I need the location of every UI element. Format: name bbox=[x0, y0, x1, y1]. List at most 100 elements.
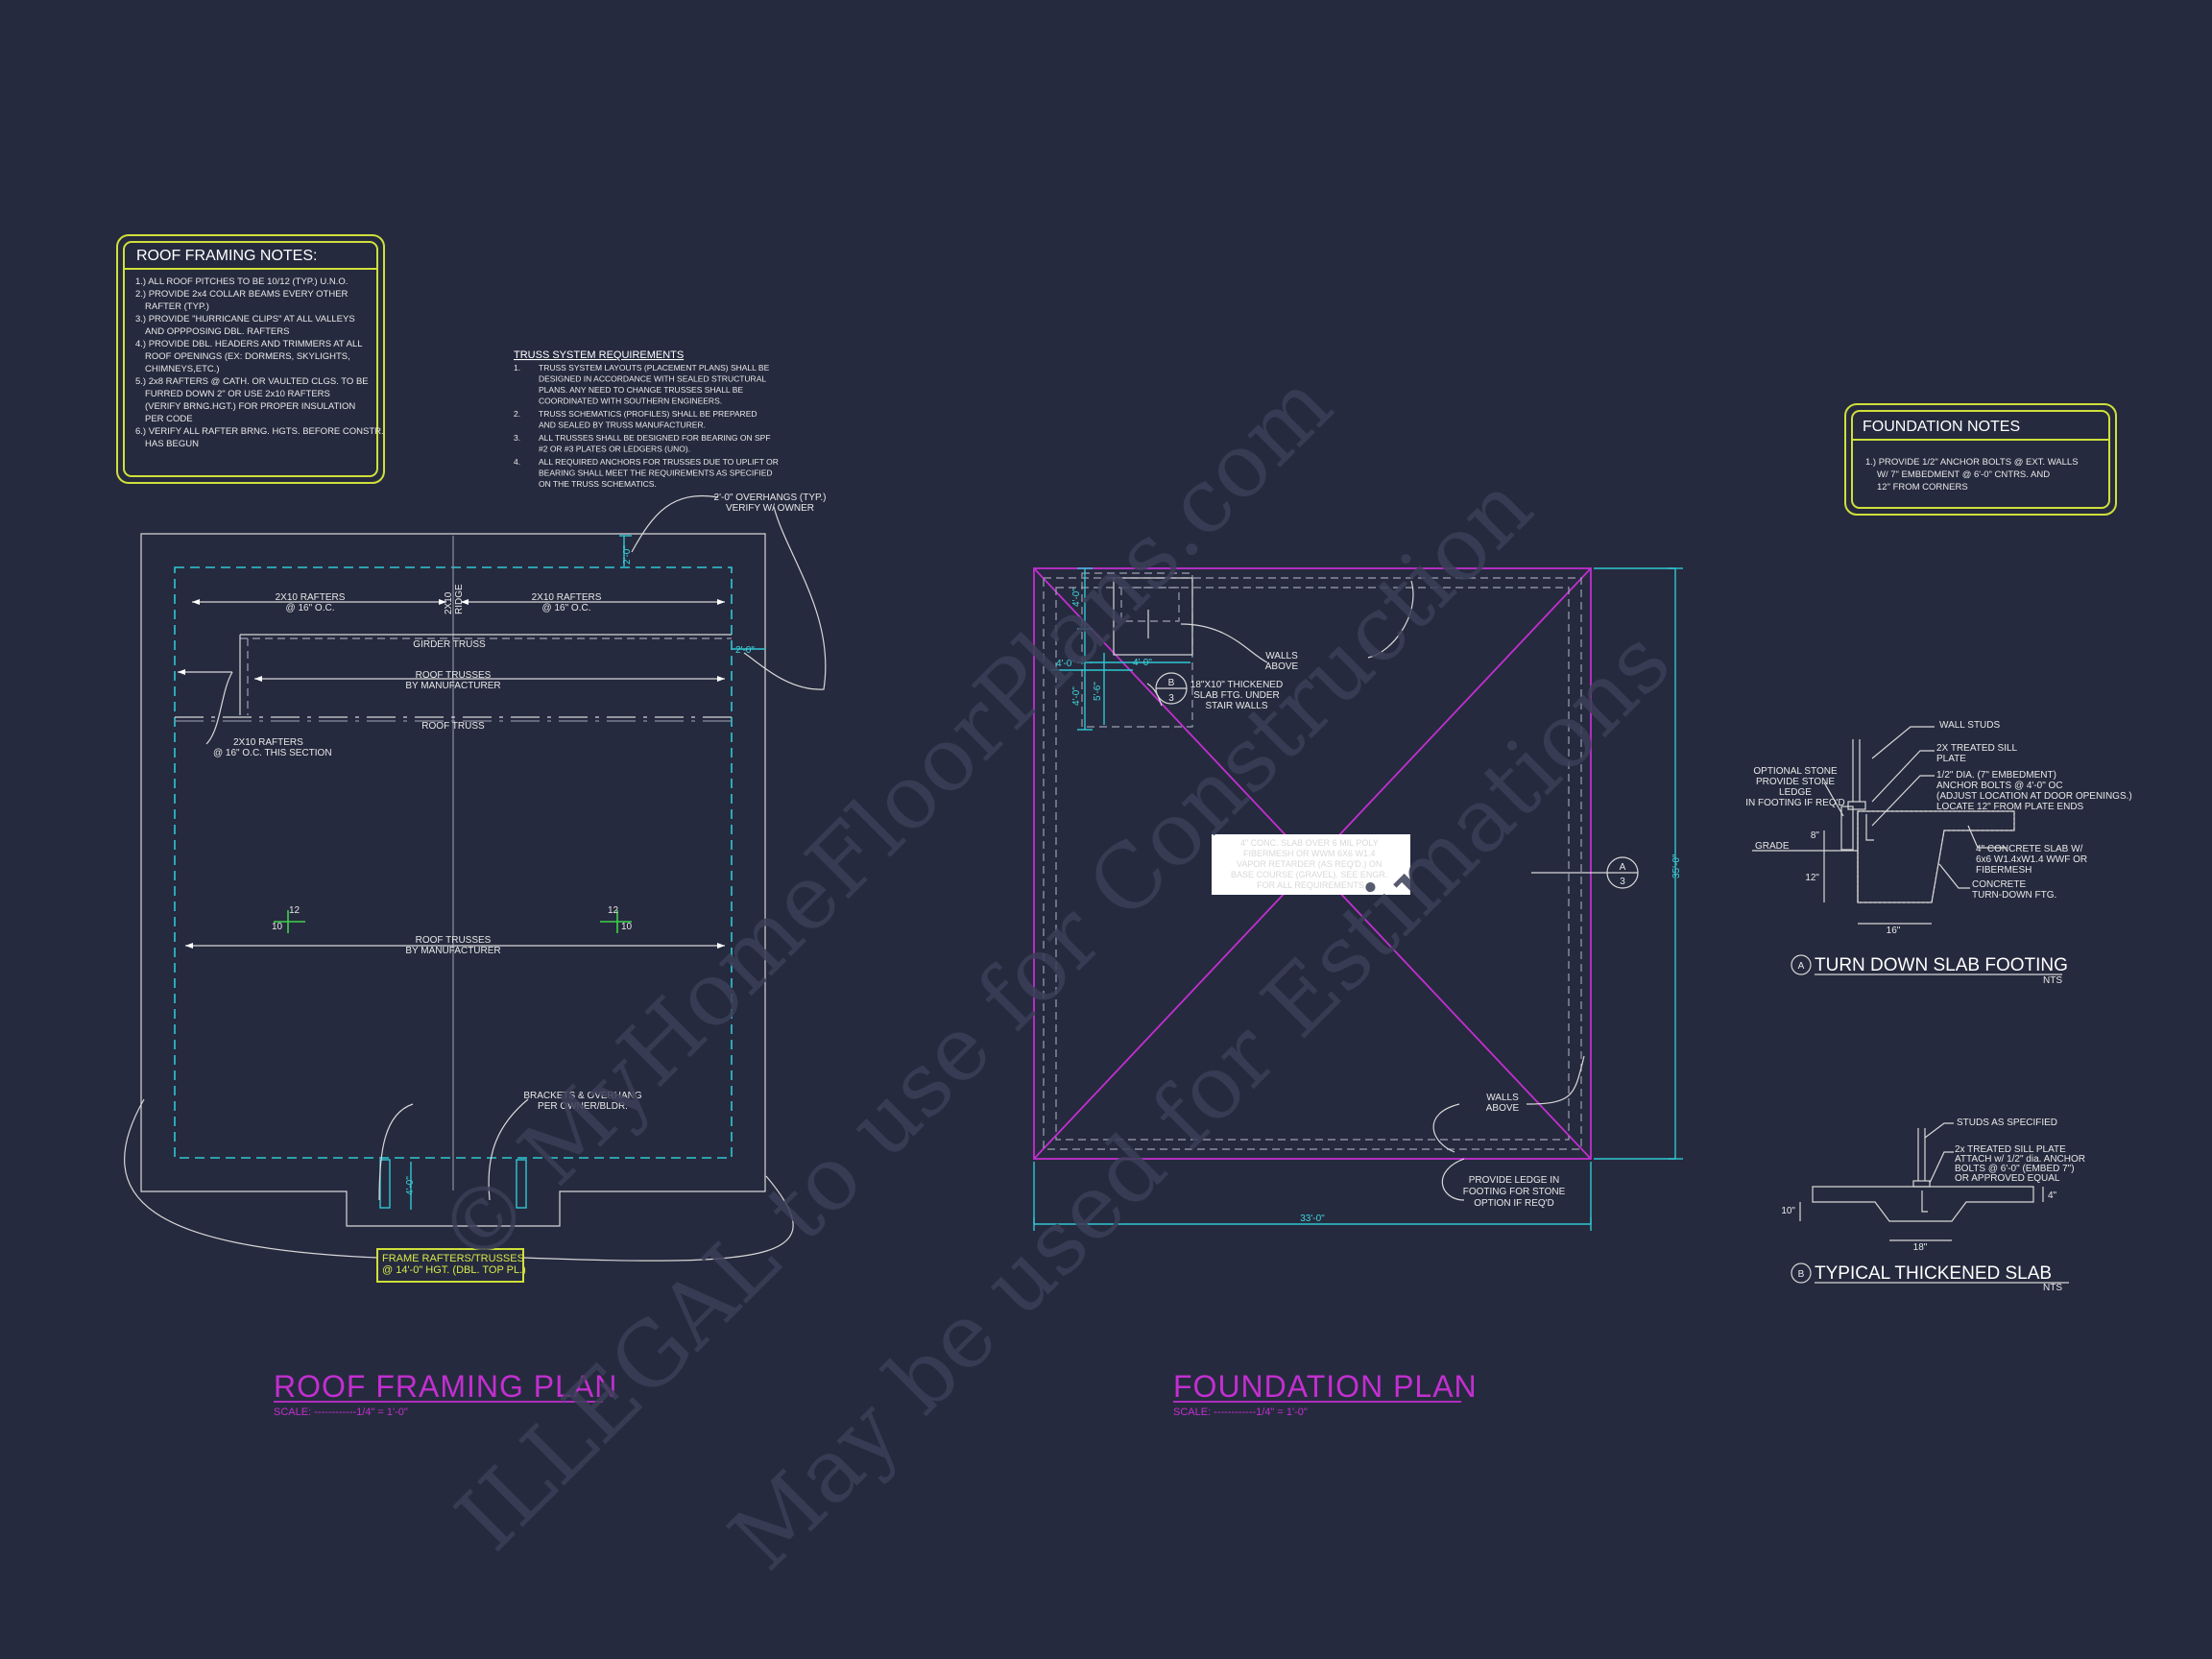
roof-note-line: 6.) VERIFY ALL RAFTER BRNG. HGTS. BEFORE… bbox=[135, 426, 384, 437]
truss-note-line: ALL TRUSSES SHALL BE DESIGNED FOR BEARIN… bbox=[539, 433, 771, 443]
roof-note-line: 5.) 2x8 RAFTERS @ CATH. OR VAULTED CLGS.… bbox=[135, 376, 369, 387]
truss-note-line: ALL REQUIRED ANCHORS FOR TRUSSES DUE TO … bbox=[539, 457, 779, 467]
truss-note-line: #2 OR #3 PLATES OR LEDGERS (UNO). bbox=[539, 445, 690, 454]
truss-note-line: COORDINATED WITH SOUTHERN ENGINEERS. bbox=[539, 397, 722, 406]
slab-note-box bbox=[1212, 834, 1410, 895]
svg-text:ROOF TRUSS: ROOF TRUSS bbox=[421, 721, 485, 732]
svg-text:18": 18" bbox=[1913, 1242, 1928, 1253]
detail-a-title: TURN DOWN SLAB FOOTING bbox=[1815, 955, 2068, 975]
slab-note: 4" CONC. SLAB OVER 6 MIL POLY FIBERMESH … bbox=[1231, 838, 1390, 890]
svg-text:2X10 RAFTERS@ 16" O.C. THIS SE: 2X10 RAFTERS@ 16" O.C. THIS SECTION bbox=[213, 737, 332, 758]
truss-note-line: ON THE TRUSS SCHEMATICS. bbox=[539, 479, 657, 489]
foundation-note-line: 12" FROM CORNERS bbox=[1877, 482, 1968, 493]
svg-text:A: A bbox=[1798, 961, 1805, 972]
watermark: © MyHomeFloorPlans.com ILLEGAL to use fo… bbox=[418, 353, 1690, 1590]
svg-text:NTS: NTS bbox=[2043, 975, 2062, 986]
svg-text:2X10 RAFTERS@ 16" O.C.: 2X10 RAFTERS@ 16" O.C. bbox=[532, 592, 602, 613]
section-marker-b: B 3 bbox=[1155, 672, 1188, 705]
truss-note-number: 4. bbox=[514, 457, 520, 467]
svg-text:4'-0": 4'-0" bbox=[1071, 686, 1082, 706]
svg-text:3: 3 bbox=[1620, 877, 1625, 887]
roof-plan-scale: SCALE: ------------1/4" = 1'-0" bbox=[274, 1407, 408, 1418]
foundation-note-line: 1.) PROVIDE 1/2" ANCHOR BOLTS @ EXT. WAL… bbox=[1865, 457, 2079, 468]
svg-text:GRADE: GRADE bbox=[1755, 841, 1790, 852]
foundation-plan-scale: SCALE: ------------1/4" = 1'-0" bbox=[1173, 1407, 1308, 1418]
svg-text:2X10 RAFTERS@ 16" O.C.: 2X10 RAFTERS@ 16" O.C. bbox=[276, 592, 346, 613]
svg-text:WALL STUDS: WALL STUDS bbox=[1939, 720, 2000, 731]
roof-note-line: PER CODE bbox=[145, 414, 193, 424]
svg-text:2'-0": 2'-0" bbox=[622, 545, 633, 565]
svg-text:B: B bbox=[1168, 678, 1175, 688]
pitch-symbol-left: 12 10 bbox=[272, 905, 305, 933]
svg-text:5'-6": 5'-6" bbox=[1093, 682, 1103, 701]
roof-note-line: (VERIFY BRNG.HGT.) FOR PROPER INSULATION bbox=[145, 401, 355, 412]
detail-thickened-slab: 10" 4" 18" STUDS AS SPECIFIED 2x TREATED… bbox=[1781, 1118, 2085, 1293]
truss-note-line: TRUSS SYSTEM LAYOUTS (PLACEMENT PLANS) S… bbox=[539, 363, 770, 373]
foundation-notes: FOUNDATION NOTES 1.) PROVIDE 1/2" ANCHOR… bbox=[1844, 403, 2117, 516]
svg-text:4'-0": 4'-0" bbox=[1133, 658, 1152, 668]
girder-truss-label: GIRDER TRUSS bbox=[413, 639, 486, 650]
svg-text:2X10RIDGE: 2X10RIDGE bbox=[444, 584, 465, 614]
roof-note-line: CHIMNEYS,ETC.) bbox=[145, 364, 220, 374]
foundation-width-dim: 33'-0" bbox=[1300, 1214, 1325, 1224]
roof-notes-title: ROOF FRAMING NOTES: bbox=[136, 248, 317, 264]
svg-text:16": 16" bbox=[1887, 926, 1901, 936]
svg-text:1/2" DIA. (7" EMBEDMENT)ANCHOR: 1/2" DIA. (7" EMBEDMENT)ANCHOR BOLTS @ 4… bbox=[1936, 770, 2132, 812]
svg-text:STUDS AS SPECIFIED: STUDS AS SPECIFIED bbox=[1957, 1118, 2057, 1128]
detail-b-title: TYPICAL THICKENED SLAB bbox=[1815, 1263, 2052, 1284]
svg-text:2'-0" OVERHANGS (TYP.)VERIFY W: 2'-0" OVERHANGS (TYP.)VERIFY W/ OWNER bbox=[714, 493, 827, 514]
svg-text:12": 12" bbox=[1805, 873, 1819, 883]
frame-note-box: FRAME RAFTERS/TRUSSES@ 14'-0" HGT. (DBL.… bbox=[376, 1248, 526, 1283]
svg-text:A: A bbox=[1620, 862, 1626, 873]
svg-text:10: 10 bbox=[621, 922, 633, 932]
truss-note-line: DESIGNED IN ACCORDANCE WITH SEALED STRUC… bbox=[539, 374, 766, 384]
roof-note-line: ROOF OPENINGS (EX: DORMERS, SKYLIGHTS, bbox=[145, 351, 350, 362]
svg-text:4" CONCRETE SLAB W/6x6 W1.4xW1: 4" CONCRETE SLAB W/6x6 W1.4xW1.4 WWF ORF… bbox=[1976, 844, 2087, 876]
truss-notes-title: TRUSS SYSTEM REQUIREMENTS bbox=[514, 349, 684, 361]
svg-text:2'-0": 2'-0" bbox=[735, 645, 755, 656]
svg-text:10": 10" bbox=[1781, 1206, 1795, 1216]
roof-note-line: 1.) ALL ROOF PITCHES TO BE 10/12 (TYP.) … bbox=[135, 276, 348, 287]
svg-text:12: 12 bbox=[289, 905, 301, 916]
foundation-plan: 4'-0" 4'-0" 4'-0" 5'-6" 4'-0" 35'-0" 33'… bbox=[1033, 567, 1683, 1418]
truss-note-line: PLANS. ANY NEED TO CHANGE TRUSSES SHALL … bbox=[539, 385, 743, 395]
truss-note-number: 3. bbox=[514, 433, 520, 443]
svg-text:4'-0": 4'-0" bbox=[405, 1176, 416, 1195]
truss-note-line: BEARING SHALL MEET THE REQUIREMENTS AS S… bbox=[539, 469, 773, 478]
foundation-outline bbox=[1033, 567, 1592, 1160]
roof-note-line: 3.) PROVIDE "HURRICANE CLIPS" AT ALL VAL… bbox=[135, 314, 355, 325]
roof-plan-title: ROOF FRAMING PLAN bbox=[274, 1369, 617, 1404]
svg-text:3: 3 bbox=[1168, 693, 1174, 704]
pitch-symbol-right: 12 10 bbox=[600, 905, 633, 933]
svg-text:4'-0": 4'-0" bbox=[1071, 588, 1082, 607]
svg-text:10: 10 bbox=[272, 922, 283, 932]
svg-text:4'-0": 4'-0" bbox=[1056, 659, 1075, 669]
svg-text:12: 12 bbox=[608, 905, 619, 916]
foundation-height-dim: 35'-0" bbox=[1671, 854, 1682, 878]
roof-framing-notes: ROOF FRAMING NOTES: 1.) ALL ROOF PITCHES… bbox=[116, 234, 385, 484]
truss-note-line: TRUSS SCHEMATICS (PROFILES) SHALL BE PRE… bbox=[539, 409, 757, 419]
roof-note-line: RAFTER (TYP.) bbox=[145, 301, 209, 312]
roof-note-line: HAS BEGUN bbox=[145, 439, 199, 449]
section-marker-a: A 3 bbox=[1531, 856, 1639, 889]
svg-text:FRAME RAFTERS/TRUSSES@ 14'-0": FRAME RAFTERS/TRUSSES@ 14'-0" HGT. (DBL.… bbox=[382, 1253, 526, 1276]
truss-note-number: 2. bbox=[514, 409, 520, 419]
truss-requirements: TRUSS SYSTEM REQUIREMENTS 1.TRUSS SYSTEM… bbox=[514, 349, 779, 489]
truss-note-line: AND SEALED BY TRUSS MANUFACTURER. bbox=[539, 421, 706, 430]
foundation-plan-title: FOUNDATION PLAN bbox=[1173, 1369, 1478, 1404]
roof-note-line: 2.) PROVIDE 2x4 COLLAR BEAMS EVERY OTHER bbox=[135, 289, 349, 300]
roof-framing-plan: 12 10 12 10 4'-0" 2'-0" 2'-0" 2X10 RAFTE… bbox=[124, 493, 827, 1418]
